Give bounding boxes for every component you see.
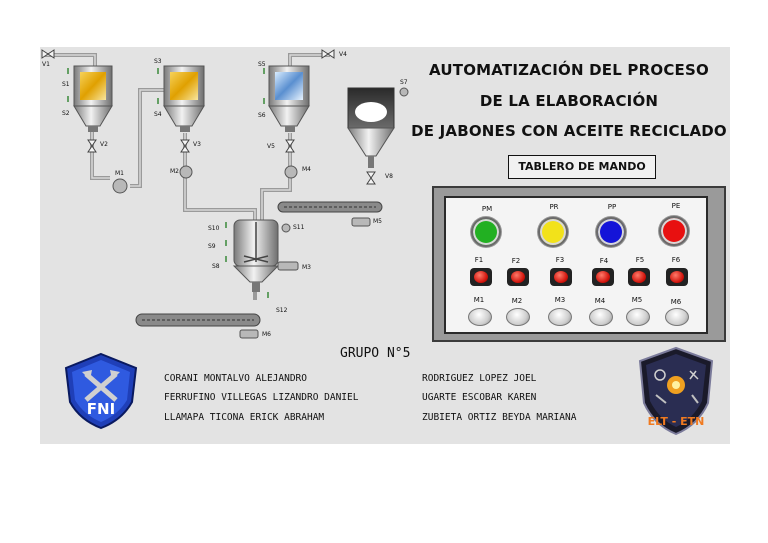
- lamp-pm: [471, 217, 501, 247]
- page-title-line-2: DE LA ELABORACIÓN: [479, 92, 659, 110]
- lamp-pp: [596, 217, 626, 247]
- motor-button-m1[interactable]: [468, 308, 492, 326]
- sensor-s5-label: S5: [258, 61, 266, 68]
- member-left-1: CORANI MONTALVO ALEJANDRO: [164, 373, 307, 384]
- control-panel-heading: TABLERO DE MANDO: [508, 155, 656, 179]
- lamp-pm-label: PM: [481, 205, 493, 213]
- fault-button-f3[interactable]: [550, 268, 572, 286]
- motor-m4-button-label: M4: [594, 297, 606, 305]
- motor-m3-label: M3: [302, 264, 311, 271]
- fault-button-f2[interactable]: [507, 268, 529, 286]
- fault-f1-label: F1: [474, 256, 484, 264]
- mixer-reactor: [232, 219, 280, 292]
- sensor-s3-label: S3: [154, 58, 162, 65]
- member-right-3: ZUBIETA ORTIZ BEYDA MARIANA: [422, 412, 577, 423]
- elt-etn-logo: ELT - ETN: [638, 346, 714, 436]
- conveyor-lower: [135, 313, 261, 327]
- pumps: [112, 87, 409, 339]
- level-sensors: [67, 68, 269, 298]
- elt-etn-logo-text: ELT - ETN: [648, 415, 705, 428]
- lamp-pe: [659, 216, 689, 246]
- sensor-s10-label: S10: [208, 225, 220, 232]
- valve-v4-label: V4: [339, 51, 347, 58]
- fault-button-f4[interactable]: [592, 268, 614, 286]
- valve-v1-label: V1: [42, 61, 50, 68]
- sensor-s9-label: S9: [208, 243, 216, 250]
- credits-area: [40, 345, 730, 444]
- valve-v8-label: V8: [385, 173, 393, 180]
- motor-m5-label: M5: [373, 218, 382, 225]
- motor-m1-label: M1: [115, 170, 124, 177]
- valve-v5-label: V5: [267, 143, 275, 150]
- motor-button-m3[interactable]: [548, 308, 572, 326]
- fault-f2-label: F2: [511, 257, 521, 265]
- motor-m4-label: M4: [302, 166, 311, 173]
- fni-logo-text: FNI: [87, 400, 115, 418]
- sensor-s4-label: S4: [154, 111, 162, 118]
- motor-button-m2[interactable]: [506, 308, 530, 326]
- hopper: [347, 87, 395, 168]
- motor-m5-button-label: M5: [631, 296, 643, 304]
- member-right-2: UGARTE ESCOBAR KAREN: [422, 392, 537, 403]
- sensor-s12-label: S12: [276, 307, 288, 314]
- member-right-1: RODRIGUEZ LOPEZ JOEL: [422, 373, 537, 384]
- member-left-2: FERRUFINO VILLEGAS LIZANDRO DANIEL: [164, 392, 359, 403]
- motor-m2-label: M2: [170, 168, 179, 175]
- fault-button-f6[interactable]: [666, 268, 688, 286]
- sensor-s11-label: S11: [293, 224, 305, 231]
- fault-f6-label: F6: [671, 256, 681, 264]
- valve-v3-label: V3: [193, 141, 201, 148]
- lamp-pr: [538, 217, 568, 247]
- lamp-pr-label: PR: [549, 203, 559, 211]
- member-left-3: LLAMAPA TICONA ERICK ABRAHAM: [164, 412, 325, 423]
- motor-m3-button-label: M3: [554, 296, 566, 304]
- tank-2: [163, 65, 205, 132]
- fni-logo: FNI: [64, 352, 138, 430]
- fault-button-f5[interactable]: [628, 268, 650, 286]
- fault-button-f1[interactable]: [470, 268, 492, 286]
- sensor-s1-label: S1: [62, 81, 70, 88]
- valve-v2-label: V2: [100, 141, 108, 148]
- tank-1: [73, 65, 113, 132]
- sensor-s2-label: S2: [62, 110, 70, 117]
- fault-f4-label: F4: [599, 257, 609, 265]
- tank-3: [268, 65, 310, 132]
- page-title-line-1: AUTOMATIZACIÓN DEL PROCESO: [429, 61, 709, 79]
- fault-f3-label: F3: [555, 256, 565, 264]
- sensor-s6-label: S6: [258, 112, 266, 119]
- motor-button-m4[interactable]: [589, 308, 613, 326]
- valves: [41, 49, 376, 185]
- group-title: GRUPO N°5: [340, 346, 411, 361]
- lamp-pe-label: PE: [671, 202, 681, 210]
- page-title-line-3: DE JABONES CON ACEITE RECICLADO: [411, 122, 727, 140]
- motor-button-m6[interactable]: [665, 308, 689, 326]
- lamp-pp-label: PP: [607, 203, 617, 211]
- motor-m2-button-label: M2: [511, 297, 523, 305]
- conveyor-upper: [277, 201, 383, 213]
- sensor-s8-label: S8: [212, 263, 220, 270]
- motor-m6-label: M6: [262, 331, 271, 338]
- motor-button-m5[interactable]: [626, 308, 650, 326]
- motor-m1-button-label: M1: [473, 296, 485, 304]
- fault-f5-label: F5: [635, 256, 645, 264]
- motor-m6-button-label: M6: [670, 298, 682, 306]
- sensor-s7-label: S7: [400, 79, 408, 86]
